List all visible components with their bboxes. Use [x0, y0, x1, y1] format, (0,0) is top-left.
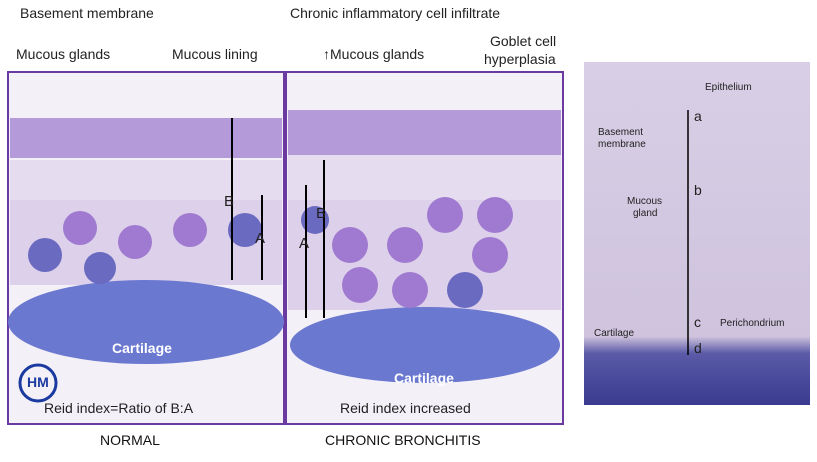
hm-logo-text: HM	[27, 374, 49, 390]
reid-normal: Reid index=Ratio of B:A	[44, 400, 194, 416]
label-b-2: B	[316, 205, 327, 222]
cartilage-label-2: Cartilage	[394, 370, 454, 386]
histology-image	[584, 62, 810, 405]
label-mucous-lining: Mucous lining	[172, 46, 258, 62]
cartilage	[8, 280, 284, 364]
normal-panel	[7, 71, 285, 425]
histo-epithelium: Epithelium	[705, 82, 752, 93]
histo-c: c	[694, 314, 701, 330]
histo-basement-1: Basement	[598, 127, 644, 138]
hm-logo	[18, 363, 58, 403]
bronchitis-panel	[285, 71, 564, 425]
label-goblet-1: Goblet cell	[490, 33, 557, 49]
caption-bronchitis: CHRONIC BRONCHITIS	[325, 432, 481, 448]
label-basement-membrane: Basement membrane	[20, 5, 154, 21]
histo-gland-2: gland	[633, 208, 658, 219]
caption-normal: NORMAL	[100, 432, 160, 448]
histo-basement-2: membrane	[598, 139, 646, 150]
histo-a: a	[694, 108, 702, 124]
histo-d: d	[694, 340, 702, 356]
histo-b: b	[694, 182, 702, 198]
reid-bronchitis: Reid index increased	[340, 400, 471, 416]
label-infiltrate: Chronic inflammatory cell infiltrate	[290, 5, 501, 21]
label-b: B	[224, 193, 235, 210]
histo-cartilage: Cartilage	[594, 328, 635, 339]
label-goblet-2: hyperplasia	[484, 51, 556, 67]
cartilage-label: Cartilage	[112, 340, 172, 356]
label-mucous-glands: Mucous glands	[16, 46, 111, 62]
histo-gland-1: Mucous	[627, 196, 663, 207]
histo-perichondrium: Perichondrium	[720, 318, 785, 329]
label-a: A	[255, 230, 266, 247]
label-a-2: A	[299, 235, 310, 252]
label-increased-glands: ↑Mucous glands	[323, 46, 425, 62]
